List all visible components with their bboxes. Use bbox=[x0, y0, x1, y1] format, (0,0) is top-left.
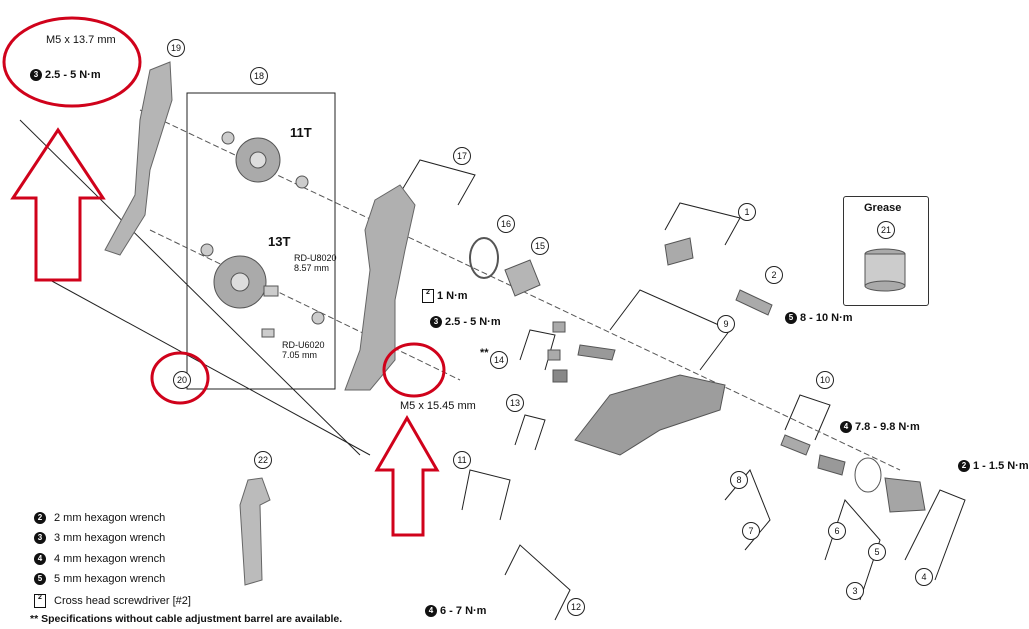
footnote: ** Specifications without cable adjustme… bbox=[30, 613, 343, 625]
callout-2: 2 bbox=[765, 266, 783, 284]
cross-screwdriver-icon: 2 bbox=[34, 594, 46, 608]
leader-line bbox=[664, 202, 741, 246]
legend-row: 4 4 mm hexagon wrench bbox=[34, 553, 165, 565]
leader-line bbox=[49, 279, 371, 456]
outer-cage-plate bbox=[104, 61, 173, 256]
leader-line bbox=[609, 289, 731, 371]
callout-3: 3 bbox=[846, 582, 864, 600]
callout-15: 15 bbox=[531, 237, 549, 255]
assembly-axis bbox=[149, 229, 461, 381]
leader-line bbox=[504, 544, 571, 621]
torque-1nm: 2 1 N·m bbox=[422, 289, 468, 303]
leader-line bbox=[401, 159, 476, 206]
ring-part bbox=[469, 237, 499, 279]
red-circle-20 bbox=[150, 351, 210, 405]
callout-12: 12 bbox=[567, 598, 585, 616]
grease-label: Grease bbox=[864, 202, 902, 214]
hex-3mm-icon: 3 bbox=[430, 316, 442, 328]
red-arrow-up-center bbox=[374, 414, 440, 537]
hex-4mm-icon: 4 bbox=[34, 553, 46, 565]
red-circle-top-bolt bbox=[2, 16, 142, 108]
callout-10: 10 bbox=[816, 371, 834, 389]
leader-line bbox=[461, 469, 511, 521]
callout-17: 17 bbox=[453, 147, 471, 165]
hex-2mm-icon: 2 bbox=[958, 460, 970, 472]
callout-4: 4 bbox=[915, 568, 933, 586]
callout-9: 9 bbox=[717, 315, 735, 333]
legend-row: 2 Cross head screwdriver [#2] bbox=[34, 594, 191, 608]
derailleur-body bbox=[574, 374, 726, 456]
red-circle-lower-bolt bbox=[382, 342, 446, 398]
callout-5: 5 bbox=[868, 543, 886, 561]
callout-21: 21 bbox=[877, 221, 895, 239]
hex-5mm-icon: 5 bbox=[34, 573, 46, 585]
hex-4mm-icon: 4 bbox=[840, 421, 852, 433]
hex-5mm-icon: 5 bbox=[785, 312, 797, 324]
legend-row: 3 3 mm hexagon wrench bbox=[34, 532, 165, 544]
callout-22: 22 bbox=[254, 451, 272, 469]
pulley-11t-label: 11T bbox=[290, 125, 312, 140]
bushing-part bbox=[504, 259, 541, 297]
red-arrow-up-left bbox=[10, 127, 106, 282]
red-annotations bbox=[2, 16, 446, 537]
cross-screwdriver-icon: 2 bbox=[422, 289, 434, 303]
leader-line bbox=[784, 394, 831, 441]
torque-2-5-5: 3 2.5 - 5 N·m bbox=[430, 316, 501, 328]
lower-bolt-spec: M5 x 15.45 mm bbox=[400, 400, 476, 412]
callout-8: 8 bbox=[730, 471, 748, 489]
callout-13: 13 bbox=[506, 394, 524, 412]
callout-6: 6 bbox=[828, 522, 846, 540]
legend-row: 5 5 mm hexagon wrench bbox=[34, 573, 165, 585]
cable-guide-part bbox=[239, 477, 271, 586]
callout-7: 7 bbox=[742, 522, 760, 540]
leader-line bbox=[904, 489, 966, 581]
callout-16: 16 bbox=[497, 215, 515, 233]
inner-cage-plate bbox=[344, 184, 416, 391]
torque-1-1-5: 2 1 - 1.5 N·m bbox=[958, 460, 1029, 472]
callout-1: 1 bbox=[738, 203, 756, 221]
leader-line bbox=[514, 414, 546, 451]
pulley-13t-label: 13T bbox=[268, 234, 291, 249]
callout-19: 19 bbox=[167, 39, 185, 57]
pulley-kit-box bbox=[186, 92, 336, 390]
double-star-mark: ** bbox=[480, 347, 489, 359]
torque-6-7: 4 6 - 7 N·m bbox=[425, 605, 486, 617]
callout-11: 11 bbox=[453, 451, 471, 469]
hex-3mm-icon: 3 bbox=[30, 69, 42, 81]
hex-3mm-icon: 3 bbox=[34, 532, 46, 544]
torque-7-8-9-8: 4 7.8 - 9.8 N·m bbox=[840, 421, 920, 433]
grease-box: Grease bbox=[843, 196, 929, 306]
rd-u6020-label: RD-U6020 bbox=[282, 340, 325, 350]
leader-line bbox=[19, 119, 361, 456]
callout-14: 14 bbox=[490, 351, 508, 369]
hex-2mm-icon: 2 bbox=[34, 512, 46, 524]
torque-8-10: 5 8 - 10 N·m bbox=[785, 312, 853, 324]
top-bolt-spec: M5 x 13.7 mm bbox=[46, 34, 116, 46]
rd-u6020-size: 7.05 mm bbox=[282, 350, 318, 360]
callout-20: 20 bbox=[173, 371, 191, 389]
rd-u8020-label: RD-U8020 bbox=[294, 253, 337, 263]
legend-row: 2 2 mm hexagon wrench bbox=[34, 512, 165, 524]
rd-u8020-size: 8.57 mm bbox=[294, 263, 330, 273]
hex-4mm-icon: 4 bbox=[425, 605, 437, 617]
top-torque-spec: 3 2.5 - 5 N·m bbox=[30, 69, 101, 81]
callout-18: 18 bbox=[250, 67, 268, 85]
